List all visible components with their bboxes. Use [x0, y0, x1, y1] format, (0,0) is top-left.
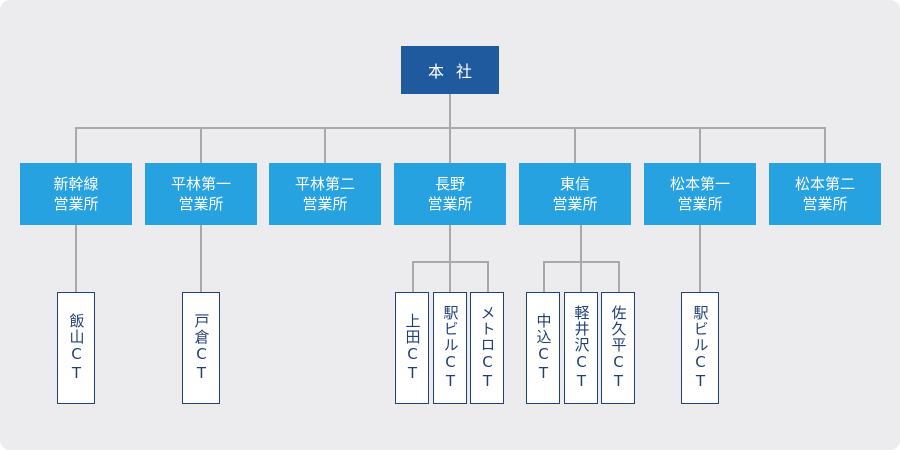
connector-toshin-ct-2: [580, 261, 582, 292]
ct-label: メトロCT: [478, 305, 497, 391]
ct-ekibiru-nagano: 駅ビルCT: [433, 292, 467, 404]
ct-nakagomi: 中込CT: [526, 292, 560, 404]
ct-label: 駅ビルCT: [691, 305, 710, 391]
connector-office-6: [699, 127, 701, 163]
ct-metro: メトロCT: [470, 292, 504, 404]
ct-label: 中込CT: [534, 313, 553, 383]
ct-label: 戸倉CT: [192, 313, 211, 383]
office-label: 平林第二 営業所: [294, 175, 355, 213]
connector-nagano-ct-3: [487, 261, 489, 292]
office-nagano: 長野 営業所: [394, 163, 506, 225]
office-hirabayashi-1: 平林第一 営業所: [145, 163, 257, 225]
connector-office-2: [200, 127, 202, 163]
connector-matsumoto1-ct: [699, 225, 701, 292]
office-matsumoto-2: 松本第二 営業所: [769, 163, 881, 225]
office-toshin: 東信 営業所: [519, 163, 631, 225]
connector-office-5: [574, 127, 576, 163]
ct-sakudaira: 佐久平CT: [601, 292, 635, 404]
office-label: 松本第二 営業所: [794, 175, 855, 213]
ct-label: 駅ビルCT: [441, 305, 460, 391]
office-matsumoto-1: 松本第一 営業所: [644, 163, 756, 225]
connector-hirabayashi1-ct: [200, 225, 202, 292]
office-label: 松本第一 営業所: [669, 175, 730, 213]
connector-nagano-ct-1: [412, 261, 414, 292]
ct-togura: 戸倉CT: [182, 292, 220, 404]
ct-iiyama: 飯山CT: [57, 292, 95, 404]
connector-nagano-ct-2: [449, 261, 451, 292]
connector-office-4: [449, 127, 451, 163]
office-label: 平林第一 営業所: [170, 175, 231, 213]
connector-hq-down: [449, 94, 451, 128]
ct-label: 軽井沢CT: [572, 305, 591, 391]
ct-ueda: 上田CT: [395, 292, 429, 404]
connector-office-7: [824, 127, 826, 163]
ct-label: 飯山CT: [67, 313, 86, 383]
connector-nagano-down: [449, 225, 451, 262]
head-office-box: 本社: [401, 46, 499, 94]
connector-office-3: [324, 127, 326, 163]
connector-toshin-down: [580, 225, 582, 262]
office-label: 新幹線 営業所: [53, 175, 99, 213]
office-shinkansen: 新幹線 営業所: [20, 163, 132, 225]
office-label: 長野 営業所: [427, 175, 473, 213]
office-label: 東信 営業所: [552, 175, 598, 213]
ct-label: 上田CT: [403, 313, 422, 383]
connector-shinkansen-ct: [75, 225, 77, 292]
office-hirabayashi-2: 平林第二 営業所: [269, 163, 381, 225]
connector-toshin-ct-3: [618, 261, 620, 292]
connector-toshin-ct-1: [543, 261, 545, 292]
connector-office-1: [75, 127, 77, 163]
ct-label: 佐久平CT: [609, 305, 628, 391]
ct-ekibiru-matsumoto: 駅ビルCT: [681, 292, 719, 404]
head-office-label: 本社: [427, 62, 484, 81]
ct-karuizawa: 軽井沢CT: [564, 292, 598, 404]
